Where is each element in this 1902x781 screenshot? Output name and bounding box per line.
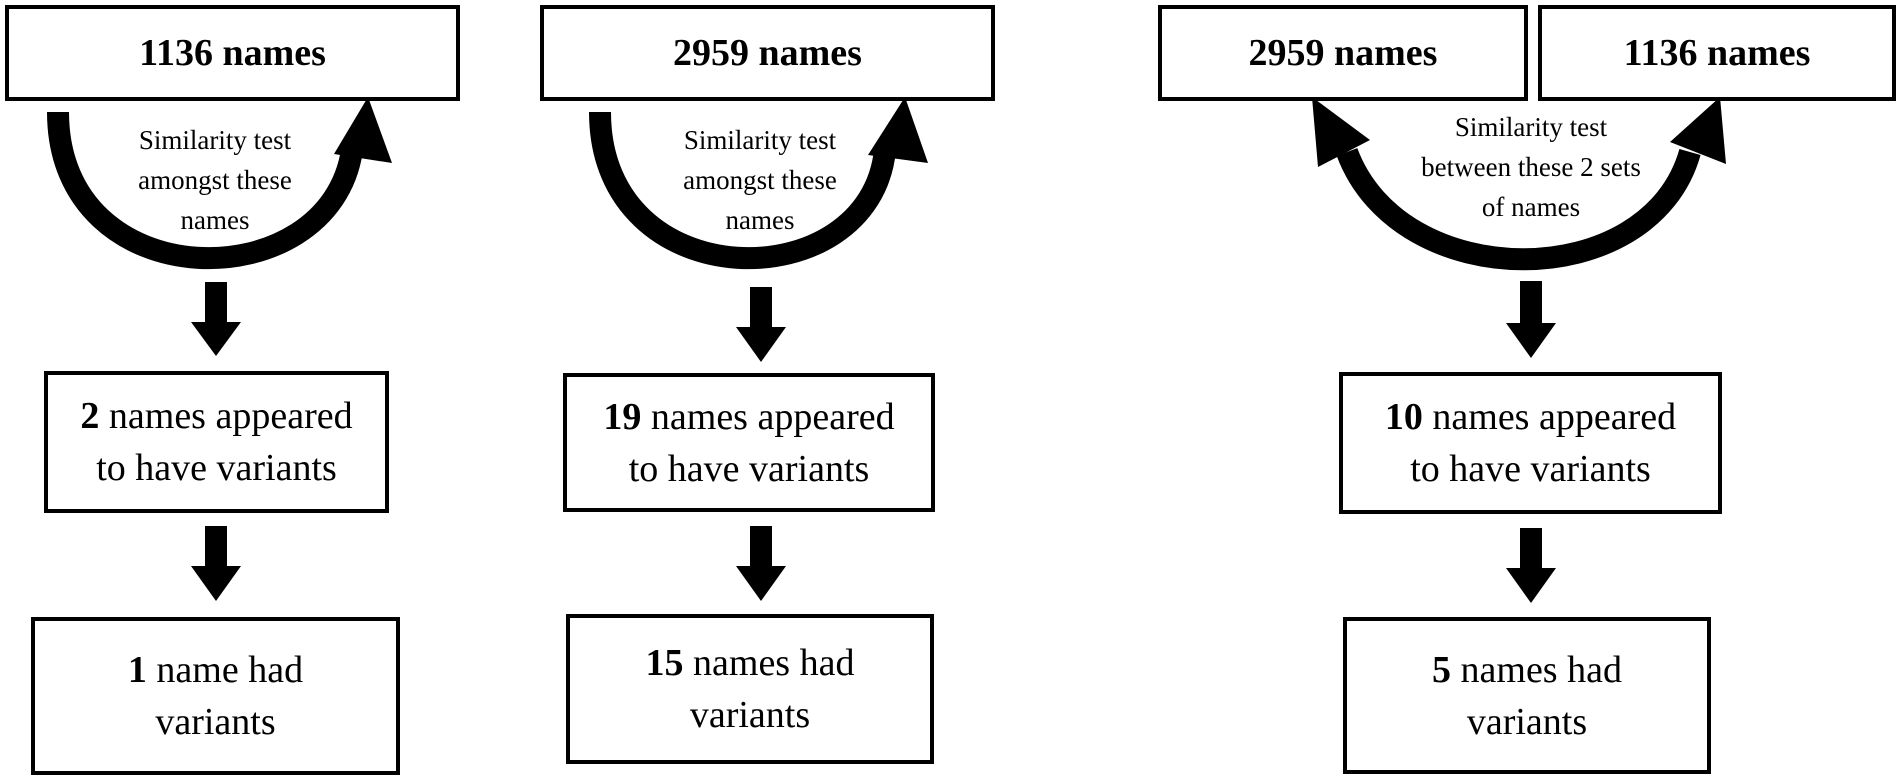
caption-line: names xyxy=(180,205,250,235)
source-box-col2: 2959 names xyxy=(540,5,995,101)
result-box-col3-appeared: 10 names appeared to have variants xyxy=(1339,372,1722,514)
down-arrow-col2-a xyxy=(736,287,786,362)
double-arrow-col3 xyxy=(1336,147,1701,271)
caption-line: amongst these xyxy=(138,165,292,195)
caption-line: Similarity test xyxy=(683,125,837,155)
result-box-col2-had: 15 names had variants xyxy=(566,614,934,764)
loop-arrow-col2-head xyxy=(868,97,928,163)
loop-arrow-col1-head xyxy=(334,97,392,163)
down-arrow-col3-b xyxy=(1506,528,1556,603)
result-text: to have variants xyxy=(628,447,870,490)
source-box-col3-a: 2959 names xyxy=(1158,5,1528,101)
result-text: names appeared xyxy=(99,395,353,437)
source-label: 2959 names xyxy=(1248,32,1438,74)
result-box-col1-appeared: 2 names appeared to have variants xyxy=(44,371,389,513)
double-arrow-col3-right-head xyxy=(1670,97,1726,164)
count-value: 1 xyxy=(127,649,147,691)
count-value: 2 xyxy=(80,395,100,437)
source-label: 1136 names xyxy=(139,32,326,74)
count-value: 19 xyxy=(603,395,642,438)
result-box-col3-had: 5 names had variants xyxy=(1343,617,1711,774)
caption-line: Similarity test xyxy=(1454,112,1608,142)
loop-arrow-col1 xyxy=(47,111,363,270)
source-label: 2959 names xyxy=(673,32,862,74)
result-text: to have variants xyxy=(1410,448,1651,490)
down-arrow-col1-b xyxy=(191,526,241,601)
result-text: names appeared xyxy=(641,395,895,438)
down-arrow-col1-a xyxy=(191,282,241,356)
loop-arrow-col2 xyxy=(589,111,896,270)
result-box-col1-had: 1 name had variants xyxy=(31,617,400,775)
result-text: names had xyxy=(1451,648,1622,691)
count-value: 5 xyxy=(1432,648,1452,691)
caption-line: between these 2 sets xyxy=(1421,152,1641,182)
double-arrow-col3-left-head xyxy=(1312,97,1370,167)
caption-line: of names xyxy=(1481,192,1581,222)
result-text: names appeared xyxy=(1422,396,1677,438)
source-label: 1136 names xyxy=(1623,32,1811,74)
result-box-col2-appeared: 19 names appeared to have variants xyxy=(563,373,935,512)
count-value: 10 xyxy=(1384,396,1423,438)
caption-col1: Similarity test amongst these names xyxy=(95,120,335,240)
result-text: variants xyxy=(155,701,276,743)
caption-line: names xyxy=(725,205,795,235)
caption-line: Similarity test xyxy=(138,125,292,155)
source-box-col1: 1136 names xyxy=(5,5,460,101)
result-text: names had xyxy=(683,642,855,684)
caption-line: amongst these xyxy=(683,165,837,195)
result-text: to have variants xyxy=(96,447,337,489)
count-value: 15 xyxy=(645,642,684,684)
down-arrow-col2-b xyxy=(736,526,786,601)
result-text: name had xyxy=(146,649,304,691)
caption-col2: Similarity test amongst these names xyxy=(640,120,880,240)
caption-col3: Similarity test between these 2 sets of … xyxy=(1381,107,1681,227)
result-text: variants xyxy=(1466,700,1588,743)
source-box-col3-b: 1136 names xyxy=(1538,5,1896,101)
result-text: variants xyxy=(689,694,811,736)
down-arrow-col3-a xyxy=(1506,281,1556,358)
